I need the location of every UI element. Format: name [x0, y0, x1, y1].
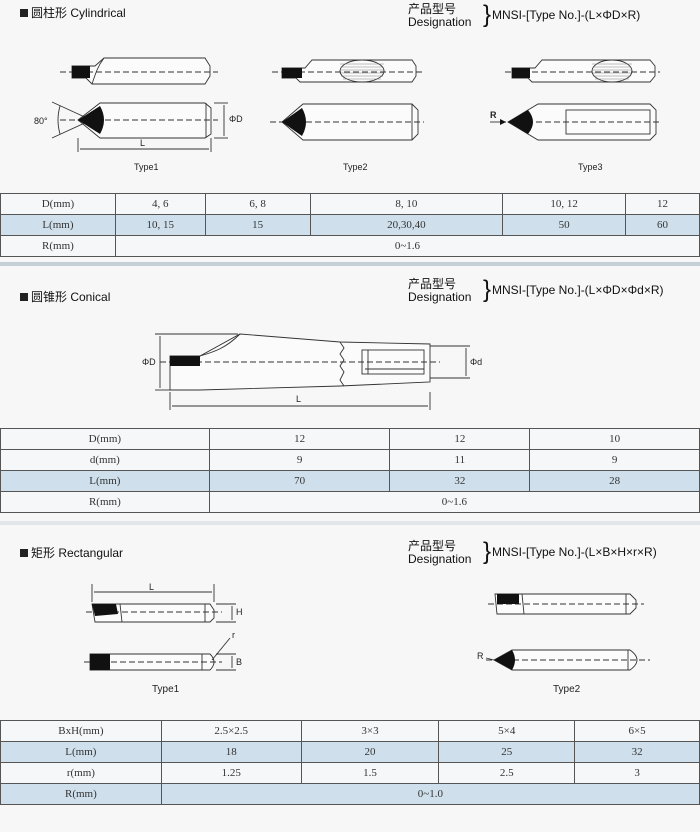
designation-cn: 产品型号 — [408, 539, 457, 553]
conical-drawing — [155, 333, 470, 410]
small-diameter-label: Φd — [470, 357, 483, 367]
rectangular-title: 矩形 Rectangular — [20, 544, 123, 561]
table-row: R(mm) 0~1.6 — [0, 235, 700, 257]
cylindrical-drawings — [51, 57, 662, 152]
table-row: L(mm) 18 20 25 32 — [0, 741, 700, 763]
table-row: D(mm) 12 12 10 — [0, 428, 700, 450]
rectangular-designation: 产品型号 Designation } MNSI-[Type No.]-(L×B×… — [408, 540, 700, 568]
height-label: H — [236, 607, 243, 617]
table-row: d(mm) 9 11 9 — [0, 449, 700, 471]
designation-en: Designation — [408, 552, 472, 566]
designation-en: Designation — [408, 15, 472, 29]
designation-code: MNSI-[Type No.]-(L×ΦD×R) — [492, 8, 641, 22]
section-divider — [0, 521, 700, 525]
square-bullet-icon — [20, 9, 28, 17]
cylindrical-spec-table: D(mm) 4, 6 6, 8 8, 10 10, 12 12 L(mm) 10… — [0, 193, 700, 257]
table-row: L(mm) 70 32 28 — [0, 470, 700, 492]
type1-caption: Type1 — [134, 162, 159, 172]
rectangular-spec-table: BxH(mm) 2.5×2.5 3×3 5×4 6×5 L(mm) 18 20 … — [0, 720, 700, 805]
type2-caption: Type2 — [553, 684, 581, 695]
diameter-label: ΦD — [142, 357, 156, 367]
type2-caption: Type2 — [343, 162, 368, 172]
table-row: R(mm) 0~1.0 — [0, 783, 700, 805]
conical-designation: 产品型号 Designation } MNSI-[Type No.]-(L×ΦD… — [408, 278, 700, 306]
cylindrical-title: 圆柱形 Cylindrical — [20, 4, 126, 21]
corner-radius-label: r — [232, 630, 235, 640]
type1-caption: Type1 — [152, 684, 180, 695]
cylindrical-designation: 产品型号 Designation } MNSI-[Type No.]-(L×ΦD… — [408, 3, 700, 31]
rectangular-drawings — [84, 584, 650, 671]
brace-icon: } — [483, 1, 492, 28]
length-label: L — [296, 394, 302, 404]
table-row: BxH(mm) 2.5×2.5 3×3 5×4 6×5 — [0, 720, 700, 742]
designation-en: Designation — [408, 290, 472, 304]
conical-spec-table: D(mm) 12 12 10 d(mm) 9 11 9 L(mm) 70 32 … — [0, 428, 700, 513]
brace-icon: } — [483, 276, 492, 303]
table-row: R(mm) 0~1.6 — [0, 491, 700, 513]
designation-code: MNSI-[Type No.]-(L×ΦD×Φd×R) — [492, 283, 664, 297]
type3-caption: Type3 — [578, 162, 603, 172]
length-label: L — [149, 582, 155, 592]
designation-cn: 产品型号 — [408, 277, 457, 291]
table-row: r(mm) 1.25 1.5 2.5 3 — [0, 762, 700, 784]
radius-label: R — [490, 110, 497, 120]
table-row: D(mm) 4, 6 6, 8 8, 10 10, 12 12 — [0, 193, 700, 215]
angle-label: 80° — [34, 116, 48, 126]
section-divider — [0, 262, 700, 266]
length-label: L — [140, 138, 146, 148]
width-label: B — [236, 657, 243, 667]
brace-icon: } — [483, 538, 492, 565]
diameter-label: ΦD — [229, 114, 243, 124]
designation-cn: 产品型号 — [408, 2, 457, 16]
designation-code: MNSI-[Type No.]-(L×B×H×r×R) — [492, 545, 657, 559]
radius-label: R — [477, 651, 484, 661]
conical-title: 圆锥形 Conical — [20, 288, 110, 305]
square-bullet-icon — [20, 549, 28, 557]
square-bullet-icon — [20, 293, 28, 301]
